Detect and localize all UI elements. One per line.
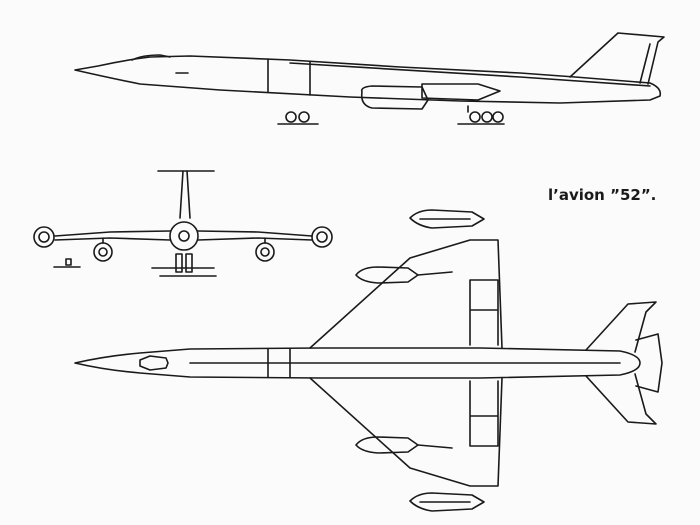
top-view [74,209,663,512]
top-tailplane-upper [585,301,657,353]
front-wingtip-engine [33,226,55,248]
top-cockpit [139,355,169,371]
top-pylon [417,444,453,449]
side-spine-line [289,62,651,87]
front-wingtip-engine [316,231,328,243]
side-nacelle [360,85,429,110]
top-tailplane-lower [585,373,657,425]
top-upper-wing-flap [469,279,499,346]
drawing-caption: l’avion ”52”. [548,186,657,204]
front-right-wing [197,230,313,241]
top-lower-wing [309,377,503,487]
side-tail-fin [569,32,665,85]
side-fuselage [74,55,662,104]
top-inner-engine [355,266,419,284]
front-inner-engine [260,247,270,257]
front-fuselage [169,221,199,251]
top-fuselage [74,347,641,379]
front-view [33,170,333,277]
top-tail-cone [635,333,663,393]
front-fuselage-inner [178,230,190,242]
front-gear [151,253,217,277]
top-pylon [417,271,453,276]
front-inner-engine [255,242,275,262]
top-inner-engine [355,436,419,454]
top-wingtip-engine [409,492,485,512]
front-outrigger [53,258,81,268]
side-canopy [131,54,171,61]
side-rudder-line [639,43,651,84]
front-inner-engine [98,247,108,257]
side-nacelle [421,83,501,101]
side-view [74,32,665,125]
side-rear-gear [457,105,505,125]
front-wingtip-engine [311,226,333,248]
top-upper-wing [309,239,503,349]
front-wingtip-engine [38,231,50,243]
top-wingtip-engine [409,209,485,229]
top-lower-wing-flap [469,380,499,447]
front-fin [179,170,191,219]
front-left-wing [54,230,171,241]
front-inner-engine [93,242,113,262]
side-front-gear [277,111,319,125]
